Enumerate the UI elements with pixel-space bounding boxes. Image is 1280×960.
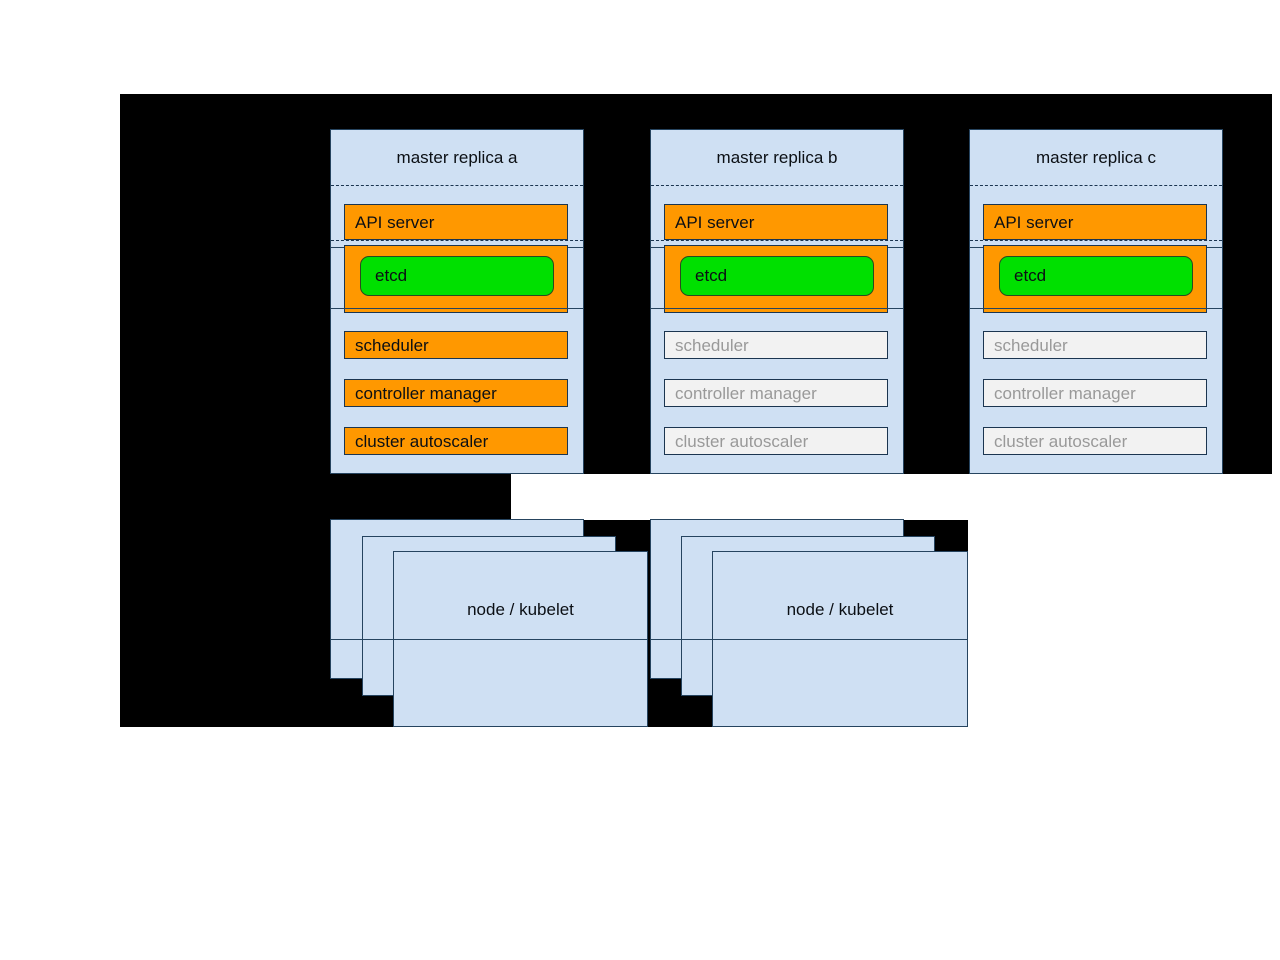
master-b-etcd-label: etcd — [695, 266, 728, 285]
master-b-api-server[interactable]: API server — [664, 204, 888, 240]
master-a-controller-manager[interactable]: controller manager — [344, 379, 568, 407]
master-replica-b-title: master replica b — [716, 148, 838, 167]
master-a-api-server[interactable]: API server — [344, 204, 568, 240]
master-c-scheduler[interactable]: scheduler — [983, 331, 1207, 359]
master-b-cluster-autoscaler-label: cluster autoscaler — [675, 431, 809, 451]
master-a-etcd[interactable]: etcd — [360, 256, 554, 296]
master-replica-c-divider-mid — [970, 240, 1222, 241]
master-replica-c-title: master replica c — [1036, 148, 1156, 167]
master-a-cluster-autoscaler-label: cluster autoscaler — [355, 431, 489, 451]
master-c-api-server[interactable]: API server — [983, 204, 1207, 240]
master-b-scheduler-label: scheduler — [675, 335, 749, 355]
master-c-controller-manager-label: controller manager — [994, 383, 1136, 403]
master-b-api-server-label: API server — [675, 212, 755, 232]
master-replica-c-divider-top — [970, 185, 1222, 186]
master-c-cluster-autoscaler-label: cluster autoscaler — [994, 431, 1128, 451]
master-b-controller-manager[interactable]: controller manager — [664, 379, 888, 407]
master-b-scheduler[interactable]: scheduler — [664, 331, 888, 359]
master-replica-c-rule-lower — [970, 308, 1222, 309]
backdrop-plate-midband — [120, 474, 511, 520]
master-a-controller-manager-label: controller manager — [355, 383, 497, 403]
node-group-2-label: node / kubelet — [786, 600, 894, 619]
node-group-1-label: node / kubelet — [467, 600, 574, 619]
master-replica-b-rule-lower — [651, 308, 903, 309]
master-replica-a-divider-mid — [331, 240, 583, 241]
master-b-controller-manager-label: controller manager — [675, 383, 817, 403]
master-c-api-server-label: API server — [994, 212, 1074, 232]
master-b-cluster-autoscaler[interactable]: cluster autoscaler — [664, 427, 888, 455]
master-a-scheduler-label: scheduler — [355, 335, 429, 355]
master-c-etcd[interactable]: etcd — [999, 256, 1193, 296]
master-c-cluster-autoscaler[interactable]: cluster autoscaler — [983, 427, 1207, 455]
master-a-etcd-label: etcd — [375, 266, 408, 285]
master-replica-b-divider-top — [651, 185, 903, 186]
backdrop-notch — [511, 474, 1280, 520]
master-a-cluster-autoscaler[interactable]: cluster autoscaler — [344, 427, 568, 455]
node-group-1-rule — [330, 639, 648, 640]
master-c-controller-manager[interactable]: controller manager — [983, 379, 1207, 407]
master-replica-a-title: master replica a — [396, 148, 518, 167]
master-c-scheduler-label: scheduler — [994, 335, 1068, 355]
master-c-etcd-label: etcd — [1014, 266, 1047, 285]
master-replica-a-rule-lower — [331, 308, 583, 309]
master-replica-a-divider-top — [331, 185, 583, 186]
node-group-2-rule — [650, 639, 968, 640]
master-replica-b-divider-mid — [651, 240, 903, 241]
master-a-scheduler[interactable]: scheduler — [344, 331, 568, 359]
master-b-etcd[interactable]: etcd — [680, 256, 874, 296]
master-a-api-server-label: API server — [355, 212, 435, 232]
